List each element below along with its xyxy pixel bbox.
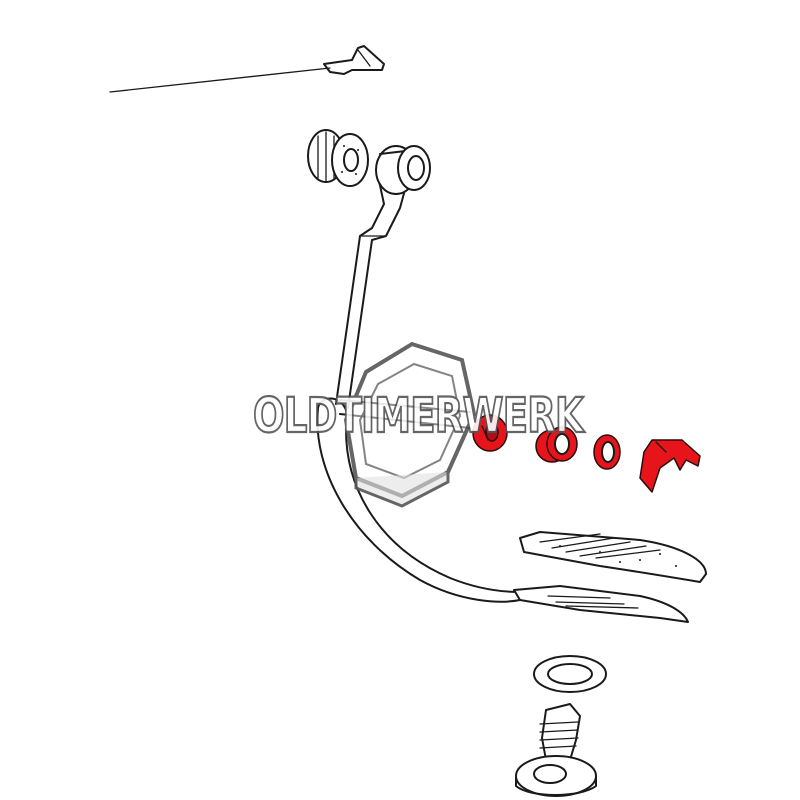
shouldered-bushing	[535, 426, 578, 463]
circlip	[639, 439, 701, 493]
pedal-pad	[519, 531, 707, 583]
pedal-arm	[316, 145, 521, 603]
watermark-logo: OLDTIMERWERK	[252, 341, 587, 508]
pedal-foot-plate	[513, 585, 689, 623]
bushing-sleeve	[472, 414, 508, 452]
stop-washer	[533, 655, 607, 693]
flat-washer	[593, 434, 621, 470]
watermark-text: OLDTIMERWERK	[253, 388, 585, 444]
rubber-bushing	[307, 129, 369, 187]
pedal-return-spring	[109, 45, 385, 93]
stop-bolt	[515, 703, 597, 797]
